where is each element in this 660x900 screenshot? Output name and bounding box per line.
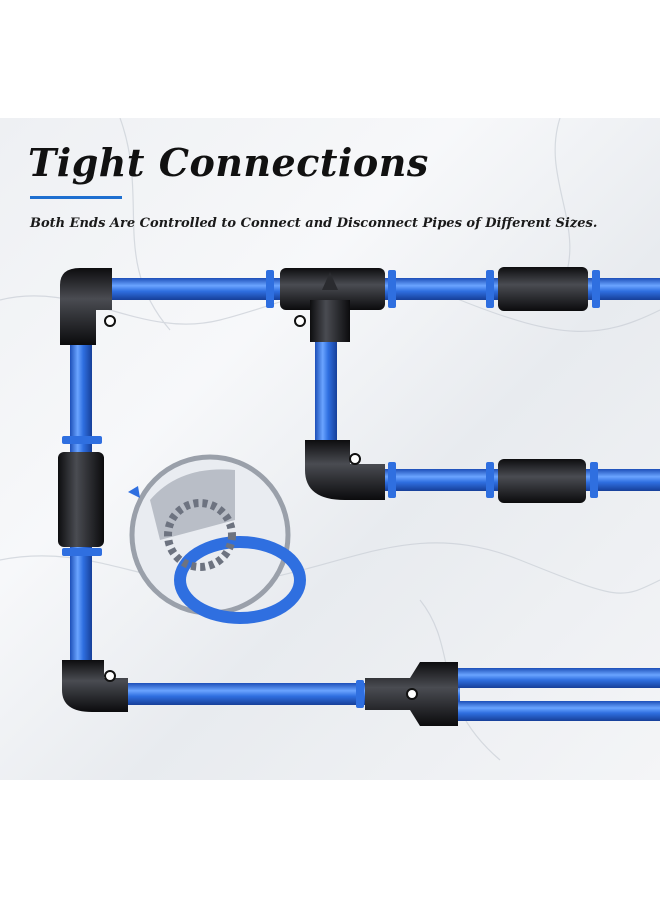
pipe-fittings-illustration	[0, 118, 660, 761]
blue-collars	[62, 270, 600, 708]
page-title: Tight Connections	[28, 140, 429, 185]
subtitle-text: Both Ends Are Controlled to Connect and …	[30, 216, 598, 231]
black-fittings	[58, 267, 588, 726]
marble-background-photo	[0, 118, 660, 780]
title-underline	[30, 196, 122, 199]
magnified-detail-inset	[128, 454, 306, 624]
